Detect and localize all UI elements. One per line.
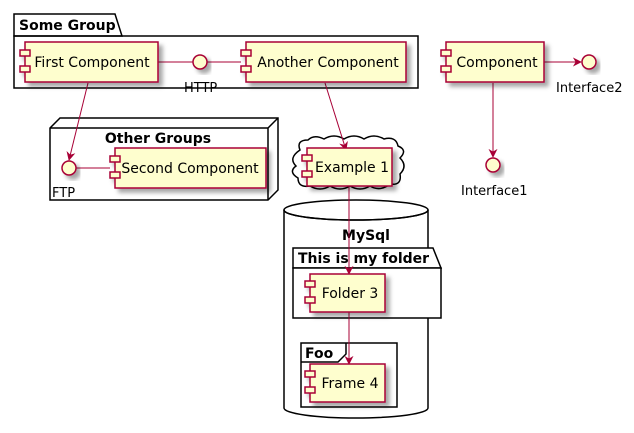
component-frame4[interactable]: Frame 4 (304, 363, 386, 403)
interface-label: Interface2 (556, 81, 622, 96)
component-second[interactable]: Second Component (109, 147, 267, 189)
frame-title: Foo (305, 346, 334, 362)
package-some-group: Some Group (13, 13, 419, 89)
interface-http[interactable]: HTTP (184, 54, 217, 96)
interface-interface2[interactable]: Interface2 (556, 54, 622, 96)
node-title: Other Groups (105, 131, 211, 147)
component-label: Frame 4 (322, 376, 379, 392)
component-folder3[interactable]: Folder 3 (304, 273, 386, 313)
database-title: MySql (342, 228, 390, 244)
interface-interface1[interactable]: Interface1 (461, 157, 527, 199)
component-another[interactable]: Another Component (240, 41, 407, 83)
interface-label: FTP (52, 186, 75, 201)
interface-ftp[interactable]: FTP (52, 160, 77, 201)
folder-title: This is my folder (298, 251, 429, 267)
component-label: Component (456, 55, 538, 71)
interface-label: Interface1 (461, 184, 527, 199)
component-label: Folder 3 (322, 286, 379, 302)
component-first[interactable]: First Component (19, 41, 159, 83)
component-example1[interactable]: Example 1 (301, 147, 393, 187)
arrow-another-example (324, 82, 348, 151)
component-label: First Component (34, 55, 150, 71)
package-title: Some Group (19, 18, 116, 34)
interface-label: HTTP (184, 81, 217, 96)
component-component[interactable]: Component (440, 41, 545, 83)
arrow-first-ftp (66, 82, 89, 161)
component-label: Second Component (121, 161, 259, 177)
component-label: Example 1 (315, 160, 389, 176)
connectors (66, 57, 582, 365)
component-label: Another Component (257, 55, 399, 71)
